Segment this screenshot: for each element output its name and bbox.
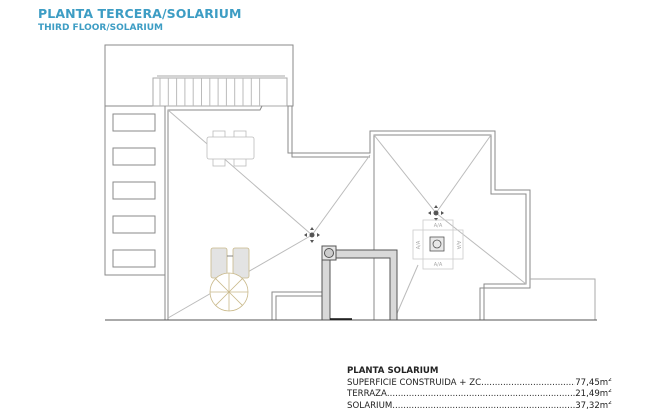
small-box <box>271 291 322 320</box>
ac-label: A/A <box>416 240 422 249</box>
umbrella-rib <box>228 291 243 306</box>
leader-dots <box>387 389 575 401</box>
area-table: PLANTA SOLARIUM SUPERFICIE CONSTRUIDA + … <box>347 366 612 412</box>
unit-sup: 2 <box>608 389 612 395</box>
area-label: TERRAZA <box>347 389 387 400</box>
terrace-wall-outer <box>164 106 531 320</box>
area-value: 37,32m <box>575 400 609 411</box>
dining-table <box>206 130 255 167</box>
area-value: 21,49m <box>575 389 609 400</box>
ac-unit <box>412 219 464 270</box>
skylights <box>112 113 156 268</box>
ac-label: A/A <box>434 223 443 229</box>
area-row: SOLARIUM 37,32m2 <box>347 401 612 412</box>
leader-dots <box>481 378 575 390</box>
stair <box>152 75 288 107</box>
ac-label: A/A <box>455 241 461 250</box>
area-table-heading: PLANTA SOLARIUM <box>347 366 439 376</box>
umbrella-rib <box>215 291 230 306</box>
terrace-wall-inner <box>167 105 527 320</box>
page-subtitle: THIRD FLOOR/SOLARIUM <box>38 23 164 33</box>
upper-block-outline <box>104 44 294 107</box>
umbrella-rib <box>215 278 230 293</box>
area-label: SOLARIUM <box>347 400 393 411</box>
leader-dots <box>392 401 575 412</box>
area-row: SUPERFICIE CONSTRUIDA + ZC 77,45m2 <box>347 378 612 390</box>
light-point-icon <box>428 205 444 221</box>
side-box <box>530 278 596 320</box>
area-label: SUPERFICIE CONSTRUIDA + ZC <box>347 377 482 388</box>
area-value-wrap: 21,49m2 <box>575 389 612 401</box>
light-point-icon <box>304 227 320 243</box>
unit-sup: 2 <box>608 377 612 383</box>
area-value-wrap: 77,45m2 <box>575 378 612 390</box>
umbrella-rib <box>228 278 243 293</box>
stair-shaft <box>321 245 398 321</box>
page-title: PLANTA TERCERA/SOLARIUM <box>38 6 242 21</box>
umbrella <box>209 272 249 312</box>
ac-label: A/A <box>434 262 443 268</box>
area-row: TERRAZA 21,49m2 <box>347 389 612 401</box>
unit-sup: 2 <box>608 400 612 406</box>
sun-loungers <box>210 247 250 279</box>
area-value: 77,45m <box>575 377 609 388</box>
area-value-wrap: 37,32m2 <box>575 401 612 412</box>
